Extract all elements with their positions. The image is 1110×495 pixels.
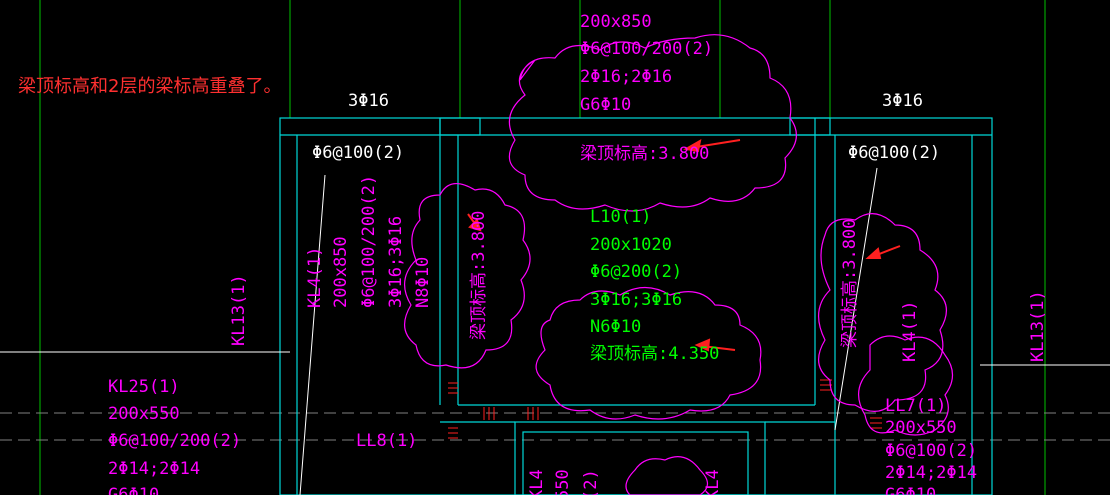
l10-side: N6Φ10	[590, 317, 641, 337]
ll7-stirrup: Φ6@100(2)	[885, 441, 977, 461]
left-stirrup-label: Φ6@100(2)	[312, 143, 404, 163]
right-stirrup-label: Φ6@100(2)	[848, 143, 940, 163]
top-beam-size: 200x850	[580, 12, 652, 32]
kl25-stirrup: Φ6@100/200(2)	[108, 431, 241, 451]
top-right-rebar-label: 3Φ16	[882, 91, 923, 111]
top-beam-elev: 梁顶标高:3.800	[580, 144, 709, 164]
top-beam-stirrup: Φ6@100/200(2)	[580, 39, 713, 59]
kl25-side: G6Φ10	[108, 485, 159, 495]
l10-stirrup: Φ6@200(2)	[590, 262, 682, 282]
kl4-left-name: KL4(1)	[305, 247, 325, 308]
bottom-kl4-label: KL4	[527, 469, 547, 495]
kl13-right-name: KL13(1)	[1028, 290, 1048, 362]
l10-elev: 梁顶标高:4.350	[590, 344, 719, 364]
top-beam-side: G6Φ10	[580, 95, 631, 115]
ll7-side: G6Φ10	[885, 485, 936, 495]
kl4-right-name: KL4(1)	[900, 301, 920, 362]
bottom-2-label: (2)	[581, 469, 601, 495]
cloud-left	[404, 183, 531, 369]
revision-clouds	[404, 34, 954, 495]
l10-rebar: 3Φ16;3Φ16	[590, 290, 682, 310]
l10-name: L10(1)	[590, 207, 651, 227]
top-beam-rebar: 2Φ16;2Φ16	[580, 67, 672, 87]
cloud-right	[818, 213, 947, 412]
bottom-550-label: 550	[553, 469, 573, 495]
ll7-rebar: 2Φ14;2Φ14	[885, 463, 977, 483]
cloud-top-center	[508, 34, 797, 212]
cloud-bottom	[625, 456, 709, 495]
left-cloud-elev: 梁顶标高:3.800	[469, 211, 489, 340]
bottom-kl4b-label: KL4	[703, 469, 723, 495]
ll7-name: LL7(1)	[885, 396, 946, 416]
cloud-center	[535, 286, 762, 420]
kl25-rebar: 2Φ14;2Φ14	[108, 459, 200, 479]
right-cloud-elev: 梁顶标高:3.800	[840, 219, 860, 348]
l10-size: 200x1020	[590, 235, 672, 255]
annotation-note: 梁顶标高和2层的梁标高重叠了。	[18, 76, 282, 97]
ll8-name: LL8(1)	[356, 431, 417, 451]
ll7-size: 200x550	[885, 418, 957, 438]
kl4-left-rebar: 3Φ16;3Φ16	[386, 216, 406, 308]
red-arrows	[467, 139, 901, 352]
kl25-size: 200x550	[108, 404, 180, 424]
kl4-left-size: 200x850	[331, 236, 351, 308]
kl4-left-side: N8Φ10	[413, 257, 433, 308]
cloud-bottom-right	[858, 335, 954, 436]
kl25-name: KL25(1)	[108, 377, 180, 397]
top-left-rebar-label: 3Φ16	[348, 91, 389, 111]
hatch-marks	[448, 379, 882, 439]
kl13-left-name: KL13(1)	[229, 274, 249, 346]
axis-dashed	[0, 412, 1110, 441]
kl4-left-stirrup: Φ6@100/200(2)	[359, 175, 379, 308]
wall-outline	[279, 117, 993, 495]
beam-lines	[0, 167, 1110, 495]
